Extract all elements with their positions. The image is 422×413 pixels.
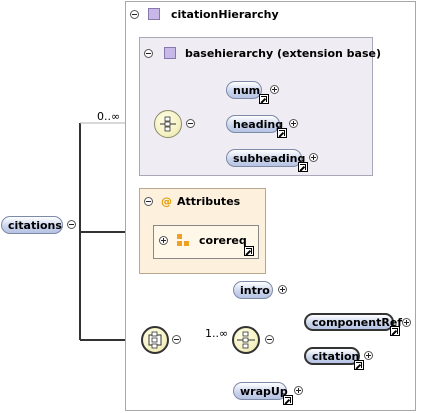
reference-icon [283, 395, 293, 405]
expand-componentRef-icon[interactable] [402, 318, 411, 327]
sequence-compositor-icon[interactable] [141, 326, 169, 354]
reference-icon [354, 360, 364, 370]
attribute-at-icon: @ [161, 195, 172, 208]
element-label: intro [240, 283, 270, 297]
attributes-label: Attributes [177, 195, 241, 208]
collapse-bottom-sequence-icon[interactable] [172, 335, 181, 344]
sequence-glyph-icon [237, 331, 255, 349]
collapse-sequence-icon[interactable] [186, 119, 195, 128]
expand-citation-icon[interactable] [364, 351, 373, 360]
element-subheading[interactable]: subheading [226, 149, 306, 167]
attribute-group-icon [176, 233, 190, 250]
choice-glyph-icon [148, 331, 162, 349]
expand-intro-icon[interactable] [278, 285, 287, 294]
reference-icon [277, 128, 287, 138]
collapse-base-icon[interactable] [144, 49, 153, 58]
reference-icon [298, 162, 308, 172]
complex-type-icon [148, 8, 160, 20]
collapse-choice-icon[interactable] [265, 335, 274, 344]
collapse-complex-type-icon[interactable] [130, 10, 139, 19]
element-num[interactable]: num [226, 81, 262, 99]
occurrence-outer: 0..∞ [97, 110, 121, 123]
occurrence-inner: 1..∞ [205, 327, 229, 340]
expand-wrapUp-icon[interactable] [294, 386, 303, 395]
attribute-group-label: corereq [199, 234, 247, 247]
collapse-attributes-icon[interactable] [144, 197, 153, 206]
reference-icon [259, 94, 269, 104]
element-intro[interactable]: intro [233, 281, 273, 299]
element-label: wrapUp [240, 384, 288, 398]
element-citations[interactable]: citations [1, 216, 63, 234]
attribute-group[interactable] [153, 225, 259, 259]
expand-subheading-icon[interactable] [309, 153, 318, 162]
expand-heading-icon[interactable] [289, 119, 298, 128]
element-heading[interactable]: heading [226, 115, 284, 133]
collapse-citations-icon[interactable] [67, 220, 76, 229]
element-wrapUp[interactable]: wrapUp [233, 382, 288, 400]
sequence-compositor-icon[interactable] [154, 110, 182, 138]
element-label: num [233, 83, 261, 97]
complex-type-label: citationHierarchy [171, 8, 279, 21]
expand-num-icon[interactable] [270, 85, 279, 94]
element-label: componentRef [312, 315, 403, 329]
element-citation[interactable]: citation [304, 347, 360, 365]
element-label: heading [233, 117, 284, 131]
base-type-icon [164, 47, 176, 59]
reference-icon [390, 326, 400, 336]
sequence-glyph-icon [160, 116, 176, 132]
expand-attribute-group-icon[interactable] [159, 236, 168, 245]
element-componentRef[interactable]: componentRef [304, 313, 402, 331]
reference-icon [244, 246, 254, 256]
element-label: citations [8, 218, 62, 232]
element-label: citation [312, 349, 360, 363]
element-label: subheading [233, 151, 306, 165]
choice-compositor-icon[interactable] [232, 326, 260, 354]
base-label: basehierarchy (extension base) [185, 47, 381, 60]
